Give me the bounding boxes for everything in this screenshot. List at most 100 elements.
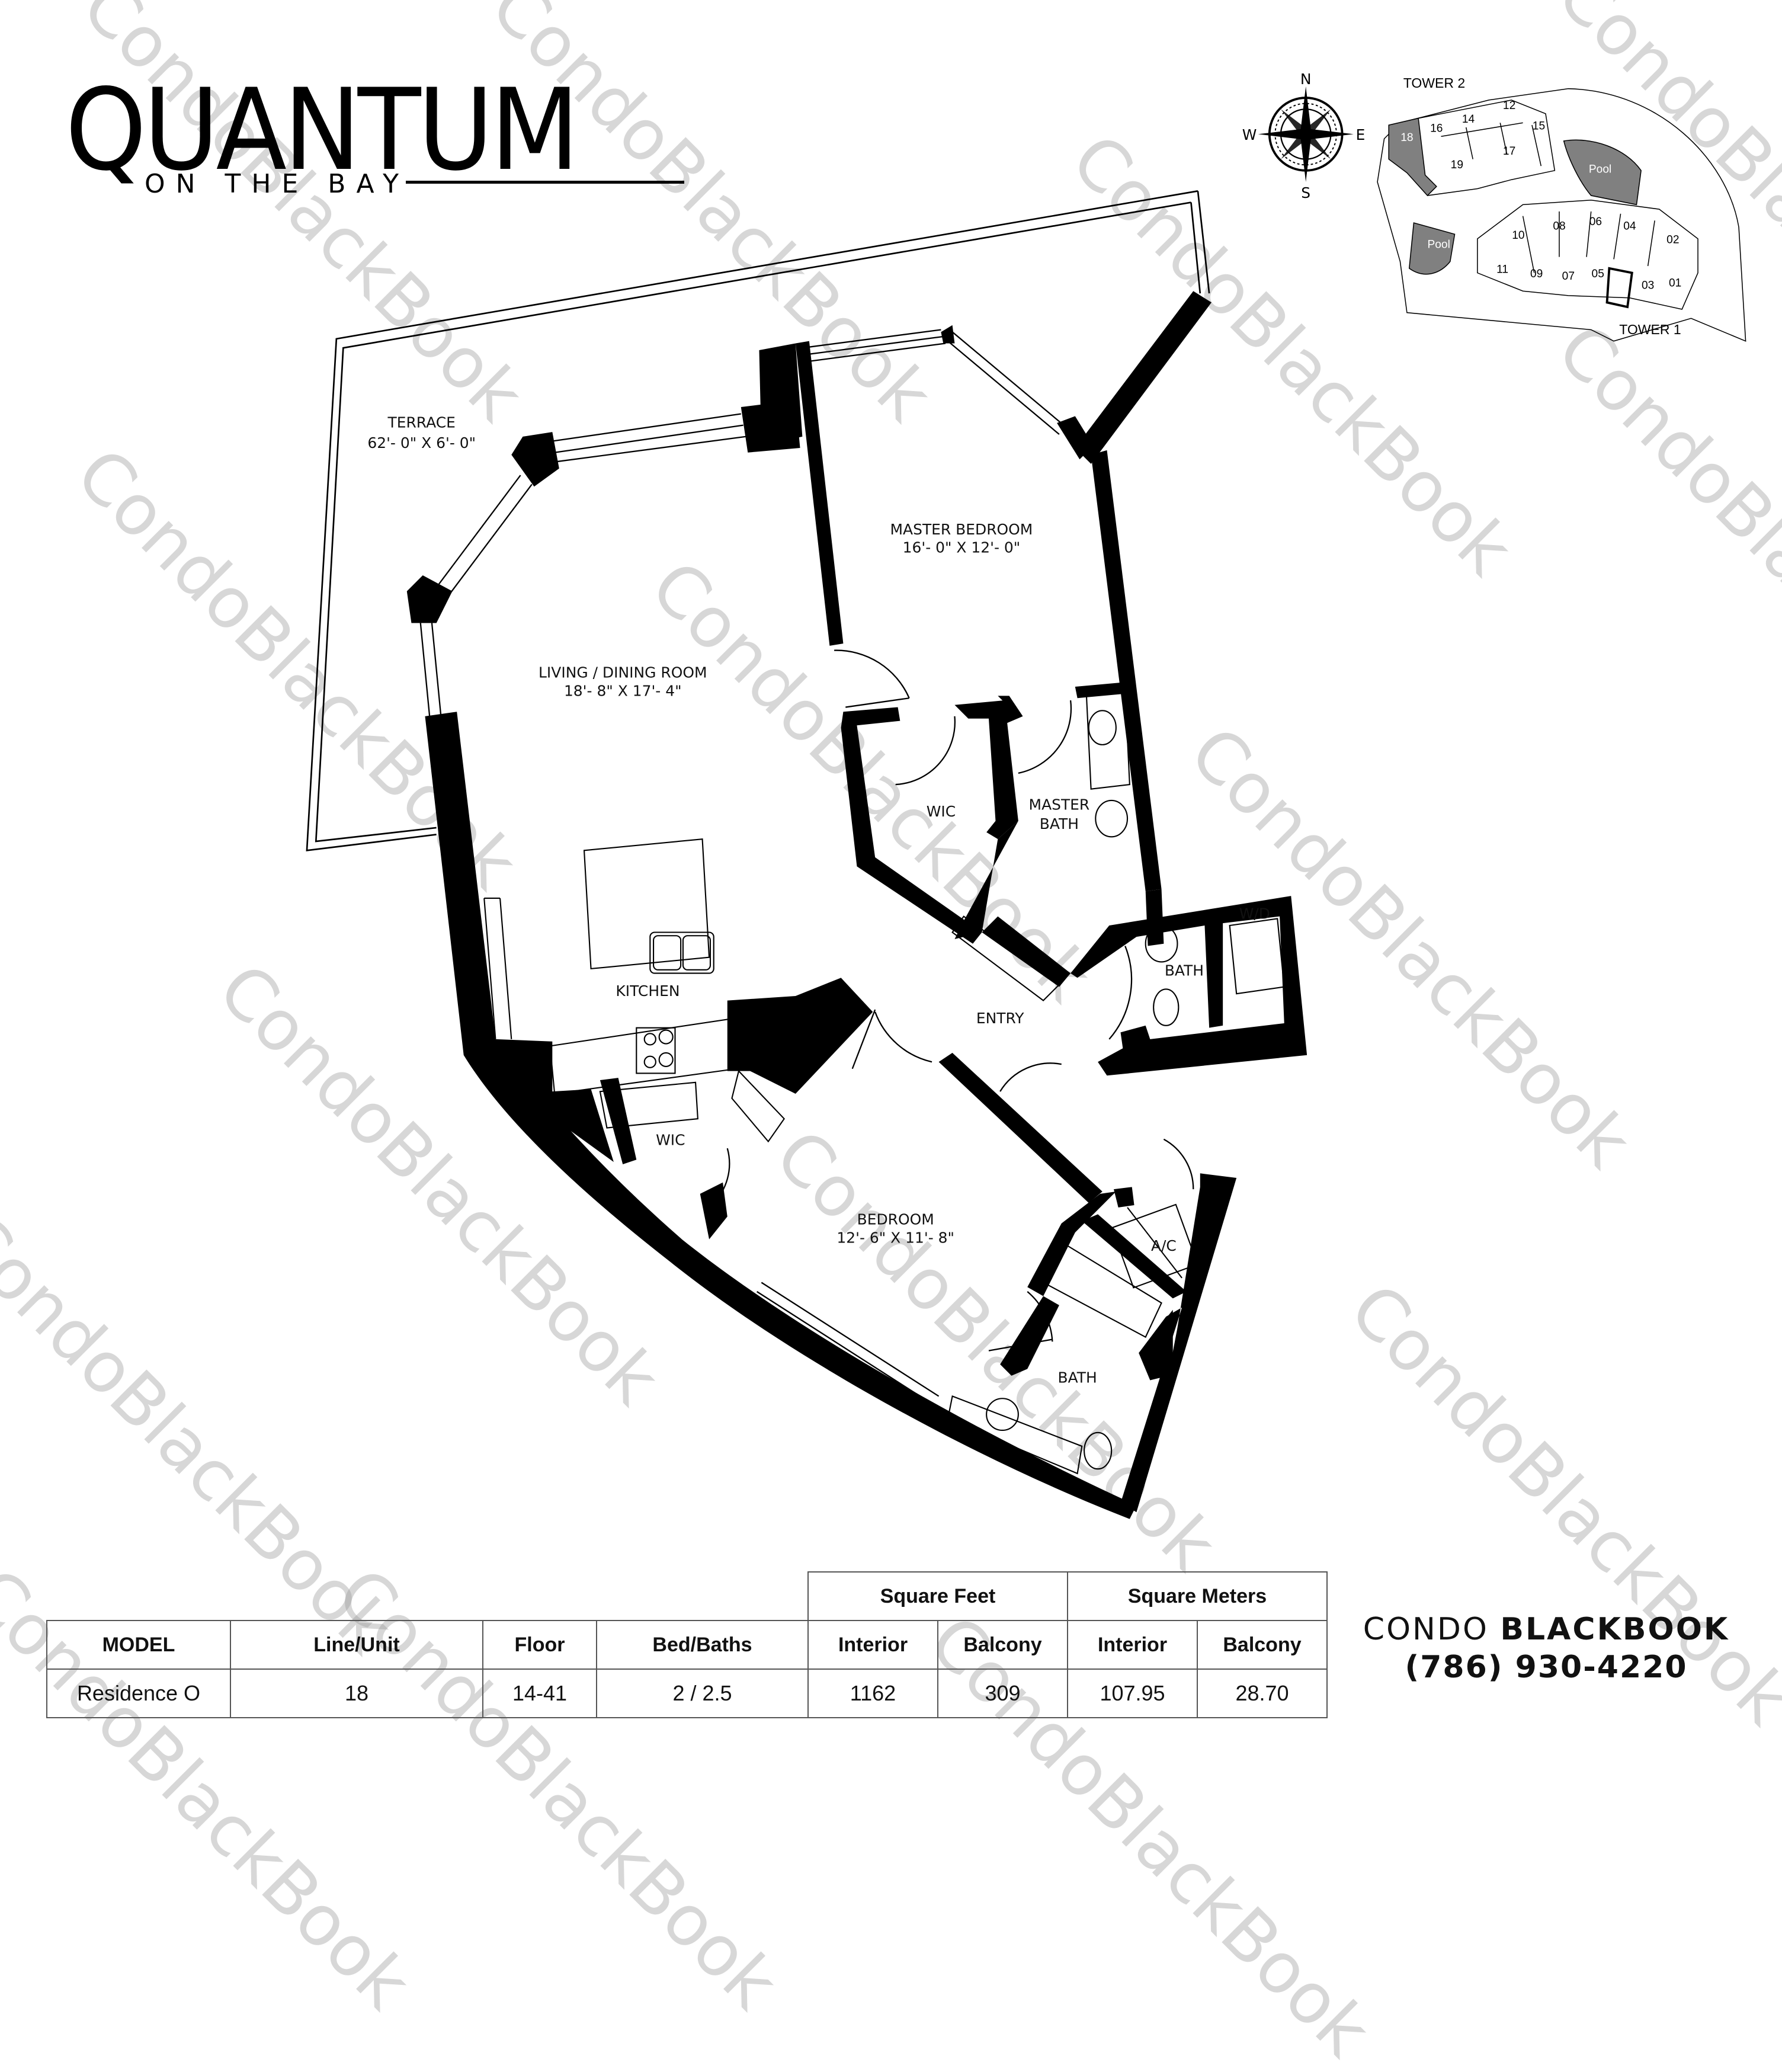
unit-04: 04 (1623, 220, 1636, 233)
kitchen-label: KITCHEN (616, 982, 680, 1000)
living-label: LIVING / DINING ROOM (539, 664, 707, 681)
floor-plan-drawing: TERRACE 62'- 0" X 6'- 0" LIVING / DINING… (306, 71, 1746, 1519)
unit-16: 16 (1430, 123, 1443, 135)
powder-bath-label: BATH (1165, 962, 1204, 979)
wd-label: W/D (1239, 905, 1270, 922)
kitchen-island (583, 838, 710, 970)
header-sqm-balcony: Balcony (1197, 1620, 1328, 1670)
group-header-sqft: Square Feet (807, 1571, 1068, 1621)
highlighted-unit-18 (1388, 117, 1437, 197)
ac-unit (1111, 1203, 1198, 1289)
table-row: Residence O 18 14-41 2 / 2.5 1162 309 10… (46, 1669, 1328, 1718)
cell-sqft-balcony: 309 (937, 1669, 1068, 1718)
bedroom-vanity (947, 1395, 1083, 1475)
bedroom-bath-label: BATH (1058, 1369, 1097, 1386)
header-model: MODEL (46, 1620, 231, 1670)
unit-14: 14 (1462, 113, 1475, 126)
cell-line-unit: 18 (230, 1669, 483, 1718)
tower1-label: TOWER 1 (1619, 322, 1681, 337)
compass-w: W (1242, 126, 1257, 143)
windows (419, 329, 1065, 1406)
brand-light: CONDO (1363, 1612, 1489, 1647)
unit-18: 18 (1400, 132, 1413, 144)
quantum-logo: QUANTUM ON THE BAY (65, 65, 684, 199)
compass-e: E (1356, 126, 1366, 143)
unit-03-outline (1605, 267, 1633, 309)
unit-03: 03 (1642, 279, 1654, 292)
tower2-label: TOWER 2 (1403, 75, 1465, 91)
unit-19: 19 (1451, 159, 1463, 171)
cooktop (636, 1027, 676, 1074)
cell-sqm-balcony: 28.70 (1197, 1669, 1328, 1718)
specs-header-row: MODEL Line/Unit Floor Bed/Baths Interior… (46, 1620, 1328, 1670)
living-dims: 18'- 8" X 17'- 4" (564, 682, 682, 699)
unit-05: 05 (1592, 268, 1604, 280)
header-bed-baths: Bed/Baths (596, 1620, 809, 1670)
ac-label: A/C (1151, 1237, 1177, 1254)
fixtures (483, 690, 1285, 1475)
master-vanity (1085, 690, 1130, 790)
cell-floor: 14-41 (482, 1669, 597, 1718)
specs-table: Square Feet Square Meters MODEL Line/Uni… (46, 1571, 1328, 1718)
pool-label-t2: Pool (1589, 164, 1611, 176)
master-bath-label-2: BATH (1040, 815, 1079, 832)
unit-02: 02 (1666, 234, 1679, 246)
header-sqft-balcony: Balcony (937, 1620, 1068, 1670)
powder-toilet (1153, 988, 1180, 1026)
unit-17: 17 (1503, 145, 1515, 158)
room-labels: TERRACE 62'- 0" X 6'- 0" LIVING / DINING… (367, 414, 1270, 1386)
logo-title: QUANTUM (65, 65, 579, 196)
bedroom-dims: 12'- 6" X 11'- 8" (836, 1229, 954, 1246)
header-line-unit: Line/Unit (230, 1620, 483, 1670)
master-bedroom-dims: 16'- 0" X 12'- 0" (903, 539, 1021, 556)
unit-11: 11 (1496, 264, 1508, 276)
unit-07: 07 (1562, 270, 1575, 283)
unit-01: 01 (1669, 277, 1681, 290)
unit-09: 09 (1530, 268, 1543, 280)
bedroom-wic-label: WIC (656, 1131, 685, 1148)
compass-s: S (1301, 184, 1310, 201)
bedroom-toilet (1084, 1431, 1113, 1470)
brand-bold: BLACKBOOK (1500, 1612, 1730, 1647)
logo-subtitle: ON THE BAY (145, 169, 410, 199)
condo-blackbook-contact: CONDO BLACKBOOK (786) 930-4220 (1351, 1612, 1742, 1685)
header-sqft-interior: Interior (807, 1620, 938, 1670)
bedroom-tub (1042, 1238, 1162, 1338)
walls (406, 291, 1307, 1519)
kitchen-sink (649, 931, 714, 974)
refrigerator (731, 1000, 799, 1065)
entry-label: ENTRY (976, 1010, 1024, 1027)
logo-rule (406, 181, 684, 184)
pool-tower1 (1408, 222, 1456, 275)
unit-12: 12 (1503, 100, 1515, 112)
pool-tower2 (1563, 139, 1642, 206)
phone-number[interactable]: (786) 930-4220 (1405, 1650, 1688, 1685)
unit-15: 15 (1533, 120, 1545, 133)
master-bedroom-label: MASTER BEDROOM (890, 521, 1033, 538)
bedroom-label: BEDROOM (857, 1211, 934, 1228)
unit-10: 10 (1512, 229, 1524, 242)
key-plan (1377, 88, 1746, 342)
unit-08: 08 (1553, 220, 1565, 233)
terrace-dims: 62'- 0" X 6'- 0" (367, 434, 476, 451)
master-bath-label-1: MASTER (1029, 796, 1090, 813)
compass-rose: N S E W (1242, 71, 1366, 201)
terrace-label: TERRACE (387, 414, 456, 431)
master-wic-label: WIC (927, 803, 956, 820)
doors (711, 649, 1194, 1352)
powder-sink (1145, 924, 1178, 963)
brand-name: CONDO BLACKBOOK (1351, 1612, 1742, 1647)
cell-sqm-interior: 107.95 (1067, 1669, 1198, 1718)
master-toilet (1095, 799, 1129, 838)
bedroom-sink (986, 1398, 1019, 1431)
master-tub (951, 915, 1060, 1002)
header-sqm-interior: Interior (1067, 1620, 1198, 1670)
group-header-sqm: Square Meters (1067, 1571, 1328, 1621)
master-sink (1088, 710, 1117, 745)
specs-group-header-row: Square Feet Square Meters (47, 1571, 1328, 1621)
washer-dryer (1229, 918, 1285, 995)
cell-bed-baths: 2 / 2.5 (596, 1669, 809, 1718)
terrace-outline (306, 190, 1210, 851)
key-plan-labels: TOWER 2 TOWER 1 18 16 14 12 15 19 17 Poo… (1400, 75, 1681, 337)
